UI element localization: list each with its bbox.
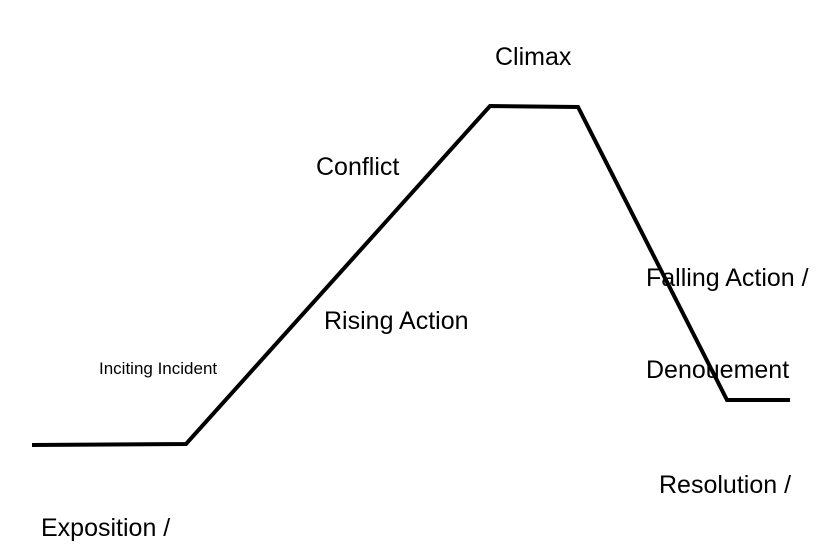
label-falling-action: Falling Action / Denouement bbox=[646, 202, 809, 446]
plot-structure-polyline bbox=[31, 103, 790, 447]
label-exposition-line1: Exposition / bbox=[41, 514, 171, 542]
label-exposition: Exposition / Introduction bbox=[41, 452, 172, 548]
label-resolution: Resolution / Conclusion bbox=[659, 409, 791, 548]
label-inciting-incident: Inciting Incident bbox=[99, 359, 218, 378]
label-resolution-line1: Resolution / bbox=[659, 471, 792, 499]
label-conflict: Conflict bbox=[316, 153, 400, 181]
label-falling-action-line1: Falling Action / bbox=[646, 264, 809, 292]
label-rising-action: Rising Action bbox=[324, 307, 469, 335]
label-falling-action-line2: Denouement bbox=[646, 355, 790, 384]
label-climax: Climax bbox=[495, 43, 572, 71]
